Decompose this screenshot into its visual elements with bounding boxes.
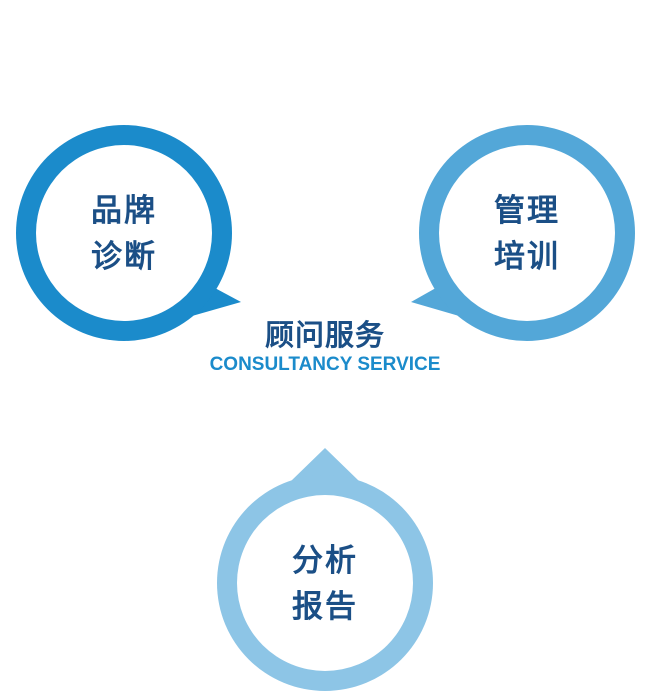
- node-line2: 诊断: [91, 239, 157, 275]
- bubble-brand-diagnosis: [16, 125, 241, 341]
- diagram-title: 顾问服务: [264, 318, 385, 352]
- node-line1: 品牌: [91, 193, 157, 229]
- node-line2: 培训: [494, 239, 560, 275]
- bubble-analysis-report: [217, 448, 433, 691]
- bubble-management-training: [411, 125, 635, 341]
- node-brand-diagnosis: 品牌 诊断: [54, 188, 194, 280]
- node-line1: 管理: [494, 193, 560, 229]
- node-analysis-report: 分析 报告: [255, 538, 395, 630]
- diagram-subtitle: CONSULTANCY SERVICE: [209, 354, 441, 375]
- node-line1: 分析: [292, 543, 358, 579]
- node-line2: 报告: [292, 589, 358, 625]
- node-management-training: 管理 培训: [457, 188, 597, 280]
